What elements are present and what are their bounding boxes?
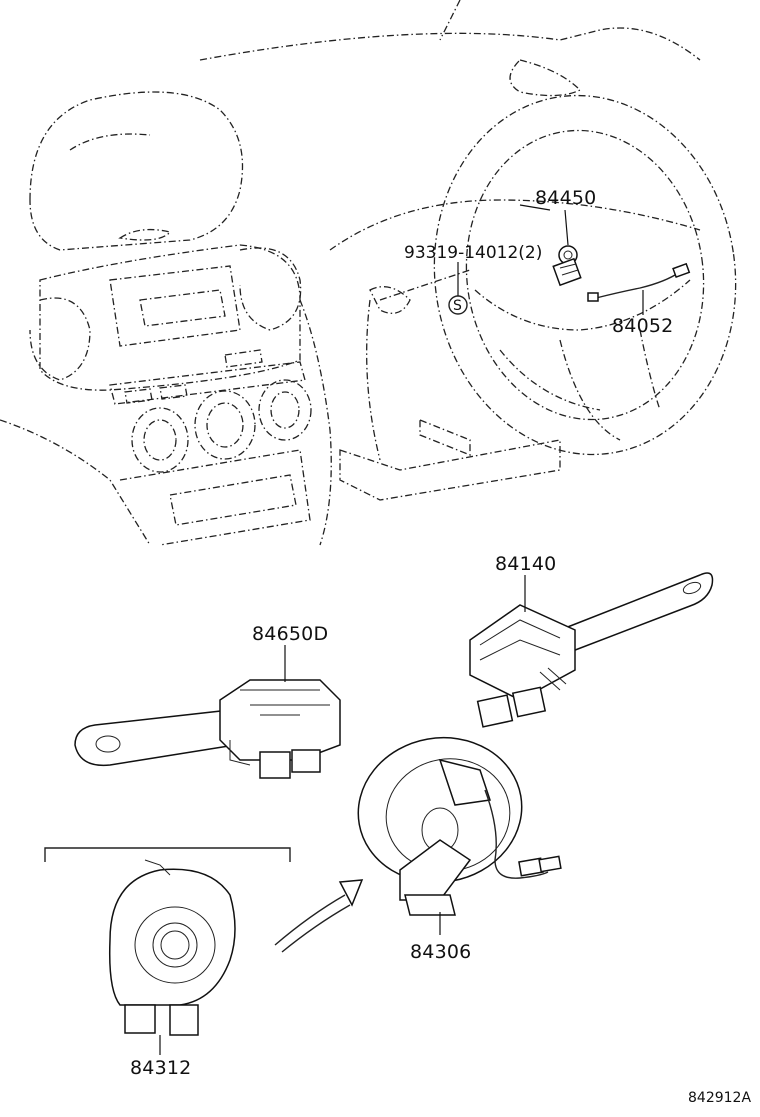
headlamp-switch-part [74, 679, 341, 779]
bracket-line [44, 847, 291, 862]
label-spiral-cable-sub: 84312 [130, 1057, 191, 1079]
label-airbag-sensor: 84450 [535, 187, 596, 209]
wiper-switch-part [469, 572, 714, 728]
spiral-cable-sub-part [44, 847, 291, 1036]
label-wiper-switch: 84140 [495, 553, 556, 575]
assembly-arrow [274, 879, 364, 953]
dashboard-outline [0, 0, 701, 546]
wire-harness-part [587, 262, 691, 302]
spiral-cable-assy-part [357, 736, 562, 916]
diagram-id: 842912A [688, 1090, 751, 1106]
label-headlamp-switch: 84650D [252, 623, 328, 645]
steering-wheel [369, 94, 737, 456]
label-screw: 93319-14012(2) [404, 243, 542, 263]
screw-marker: S [448, 295, 468, 315]
label-spiral-cable-assy: 84306 [410, 941, 471, 963]
leader-84450 [519, 204, 551, 211]
airbag-sensor-part [552, 245, 582, 287]
screw-symbol: S [453, 298, 462, 314]
label-wire: 84052 [612, 315, 673, 337]
